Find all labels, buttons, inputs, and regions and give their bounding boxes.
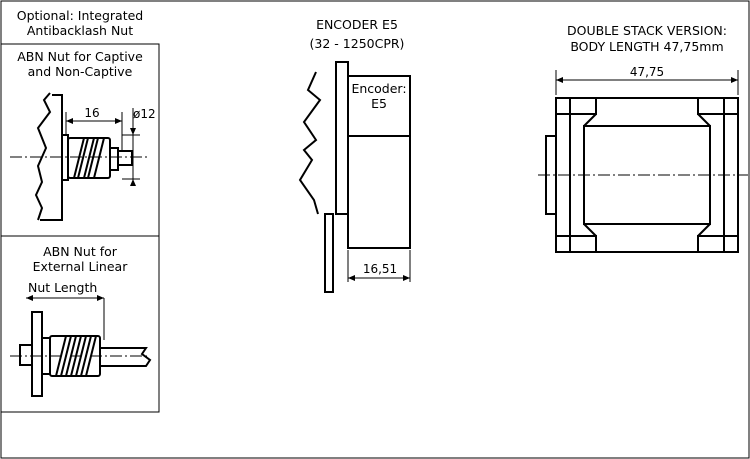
optional-line2: Antibacklash Nut — [27, 23, 133, 38]
captive-title-line1: ABN Nut for Captive — [17, 49, 143, 64]
encoder-box-line2: E5 — [371, 96, 387, 111]
captive-dim-length: 16 — [84, 106, 99, 120]
left-panel-frame — [0, 43, 160, 413]
ds-dim-length: 47,75 — [630, 65, 664, 79]
captive-title-line2: and Non-Captive — [28, 64, 133, 79]
ds-corner-br — [697, 235, 724, 252]
encoder-drawing: Encoder: E5 16,51 — [298, 61, 411, 293]
encoder-box-line1: Encoder: — [351, 81, 406, 96]
encoder-housing — [347, 135, 411, 249]
captive-thread — [73, 137, 105, 179]
external-nut-drawing — [10, 295, 152, 397]
captive-tip — [109, 147, 119, 171]
encoder-title-line2: (32 - 1250CPR) — [310, 36, 405, 51]
ds-corner-tl — [570, 98, 597, 115]
double-stack-title-line1: DOUBLE STACK VERSION: — [567, 23, 727, 38]
captive-end — [117, 150, 133, 166]
external-stub — [19, 344, 33, 366]
external-title-line2: External Linear — [33, 259, 129, 274]
external-shaft — [100, 347, 152, 367]
ds-chamfer-tl — [583, 113, 597, 127]
ds-chamfer-tr — [697, 113, 711, 127]
external-dim-label: Nut Length — [28, 280, 97, 295]
encoder-break-line — [298, 71, 322, 215]
double-stack-title-line2: BODY LENGTH 47,75mm — [570, 39, 723, 54]
encoder-shaft — [324, 213, 334, 293]
captive-nut-drawing: 16 ø12 — [10, 92, 156, 221]
ds-chamfer-br — [697, 223, 711, 237]
ds-corner-bl — [570, 235, 597, 252]
captive-dim-diameter: ø12 — [133, 107, 156, 121]
encoder-motor-flange — [335, 61, 349, 215]
encoder-dim-width: 16,51 — [363, 262, 397, 276]
double-stack-drawing: 47,75 — [538, 65, 748, 253]
ds-corner-tr — [697, 98, 724, 115]
external-flange — [31, 311, 43, 397]
encoder-title-line1: ENCODER E5 — [316, 17, 398, 32]
encoder-dim-arrows — [348, 275, 410, 281]
external-title-line1: ABN Nut for — [43, 244, 118, 259]
ds-chamfer-bl — [583, 223, 597, 237]
optional-line1: Optional: Integrated — [17, 8, 144, 23]
